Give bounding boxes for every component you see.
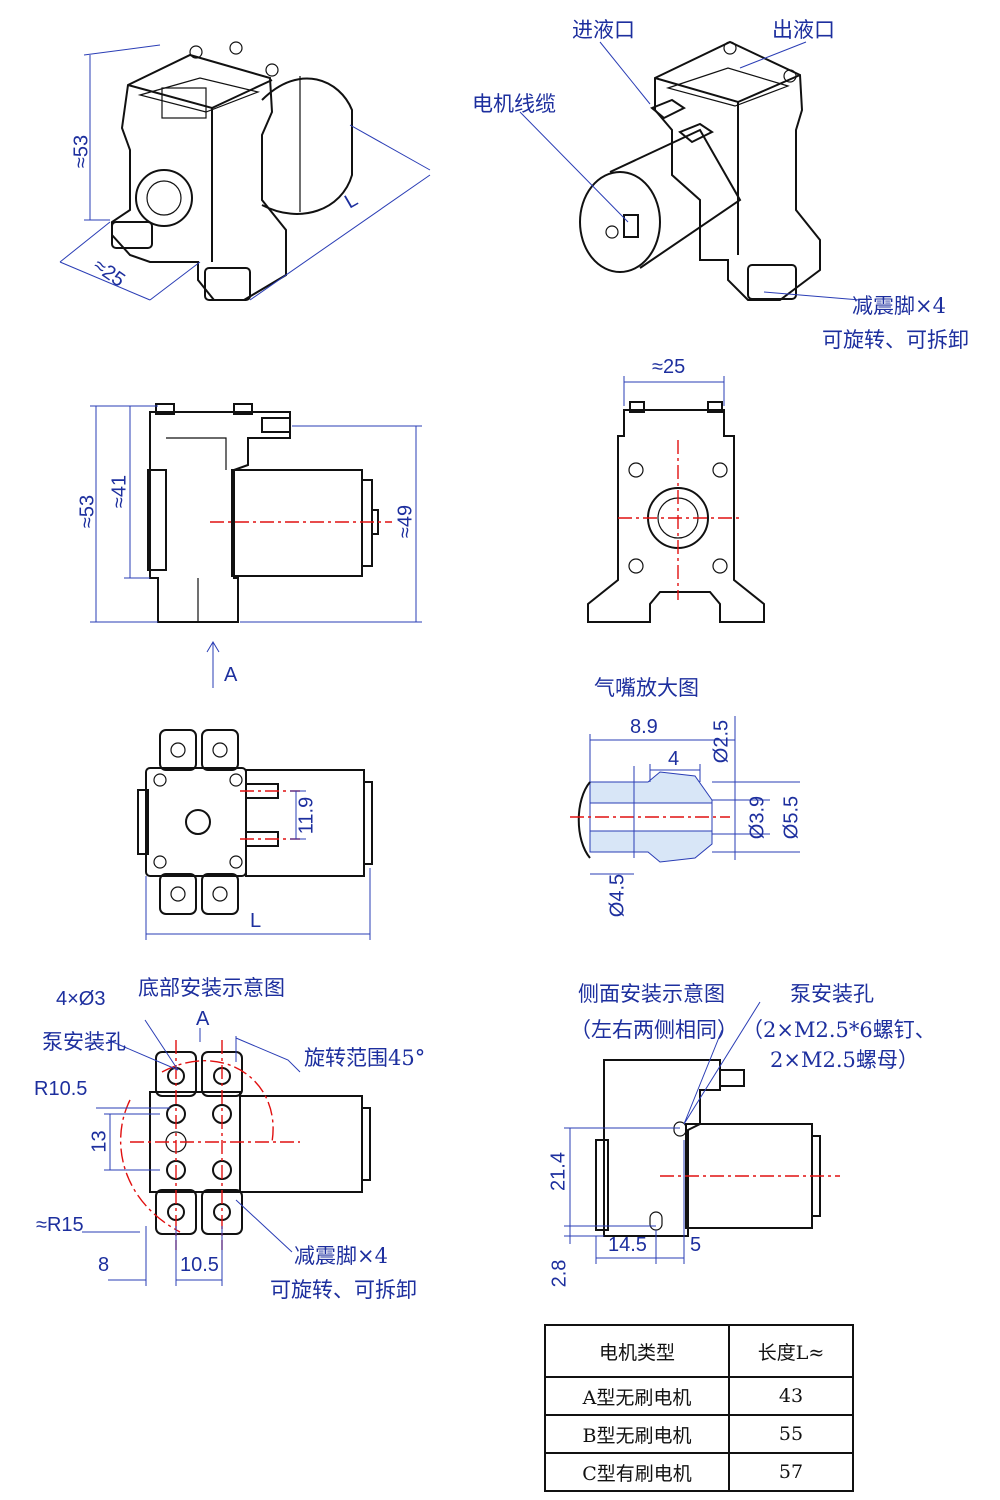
front-view-dimensions [623,376,725,406]
nozzle-title: 气嘴放大图 [594,676,699,700]
front-view-pump [587,401,765,623]
front-width-dim: ≈25 [652,356,686,378]
nozzle-base-dia-dim: Ø4.5 [606,873,629,918]
motor-length-table: 电机类型 长度L≈ A型无刷电机 43 B型无刷电机 55 C型有刷电机 57 [544,1324,854,1492]
top-view-pump [137,729,373,915]
side-base-2-8-dim: 2.8 [548,1259,571,1288]
table-cell-length: 43 [728,1376,854,1416]
bottom-view-a-marker: A [196,1008,210,1030]
side-holes-name: 泵安装孔 [790,982,874,1006]
radius-a-label: R10.5 [34,1078,88,1100]
front-view-centerlines [618,440,740,600]
side-body-height-dim: ≈41 [108,474,131,509]
bottom-mount-title: 底部安装示意图 [138,976,285,1000]
side-edge-5-dim: 5 [690,1234,702,1256]
port-spacing-dim: 11.9 [295,796,318,835]
iso-left-height-dim: ≈53 [70,134,93,169]
table-header-motor-type: 电机类型 [544,1324,730,1378]
nozzle-dimensions [589,716,800,875]
bottom-mount-construction [119,1040,300,1250]
side-mount-dimensions [564,1001,761,1264]
side-motor-height-dim: ≈49 [394,504,417,539]
side-view-pump [147,403,379,623]
side-height-dim: ≈53 [76,494,99,529]
bottom-mount-pump [149,1051,371,1235]
iso-right-pump [579,40,821,301]
top-length-dim: L [250,910,262,932]
mount-holes-name: 泵安装孔 [42,1030,126,1054]
nozzle-inner-dia-dim: Ø3.9 [746,795,769,840]
side-mount-title: 侧面安装示意图 [578,982,725,1006]
radius-b-label: ≈R15 [36,1214,84,1236]
side-nuts-label: 2×M2.5螺母） [770,1048,919,1072]
table-header-row: 电机类型 长度L≈ [544,1324,854,1378]
iso-left-dimensions [59,44,431,301]
top-view-dimensions [145,790,371,940]
offset-13-dim: 13 [88,1130,111,1153]
iso-left-pump [111,41,353,301]
bottom-mount-dimensions [82,1019,301,1286]
table-cell-length: 55 [728,1414,854,1454]
nozzle-barb-dia-dim: Ø5.5 [780,795,803,840]
feet-label-line2: 可旋转、可拆卸 [822,328,969,352]
nozzle-tip-dia-dim: Ø2.5 [710,719,733,764]
table-cell-length: 57 [728,1452,854,1492]
nozzle-tip-length-dim: 4 [668,748,680,770]
iso-right-leaders [519,41,861,301]
table-cell-motor-type: B型无刷电机 [544,1414,730,1454]
view-a-marker: A [224,664,238,686]
outlet-label: 出液口 [772,18,835,42]
side-view-dimensions [90,405,422,688]
bottom-feet-line2: 可旋转、可拆卸 [270,1278,417,1302]
side-height-21-4-dim: 21.4 [547,1152,570,1191]
inlet-label: 进液口 [572,18,635,42]
table-row: A型无刷电机 43 [544,1376,854,1416]
feet-label-line1: 减震脚×4 [852,294,946,318]
table-header-length: 长度L≈ [728,1324,854,1378]
rotation-range-label: 旋转范围45° [304,1046,426,1070]
table-cell-motor-type: A型无刷电机 [544,1376,730,1416]
table-row: B型无刷电机 55 [544,1414,854,1454]
side-screws-label: （2×M2.5*6螺钉、 [742,1018,936,1042]
bottom-feet-line1: 减震脚×4 [294,1244,388,1268]
spacing-10-5-dim: 10.5 [180,1254,219,1276]
nozzle-length-dim: 8.9 [630,716,658,738]
table-cell-motor-type: C型有刷电机 [544,1452,730,1492]
offset-8-dim: 8 [98,1254,110,1276]
side-mount-subtitle: （左右两侧相同） [570,1018,738,1042]
side-spacing-14-5-dim: 14.5 [608,1234,647,1256]
mount-holes-count: 4×Ø3 [56,988,106,1010]
motor-cable-label: 电机线缆 [472,92,556,116]
table-row: C型有刷电机 57 [544,1452,854,1492]
